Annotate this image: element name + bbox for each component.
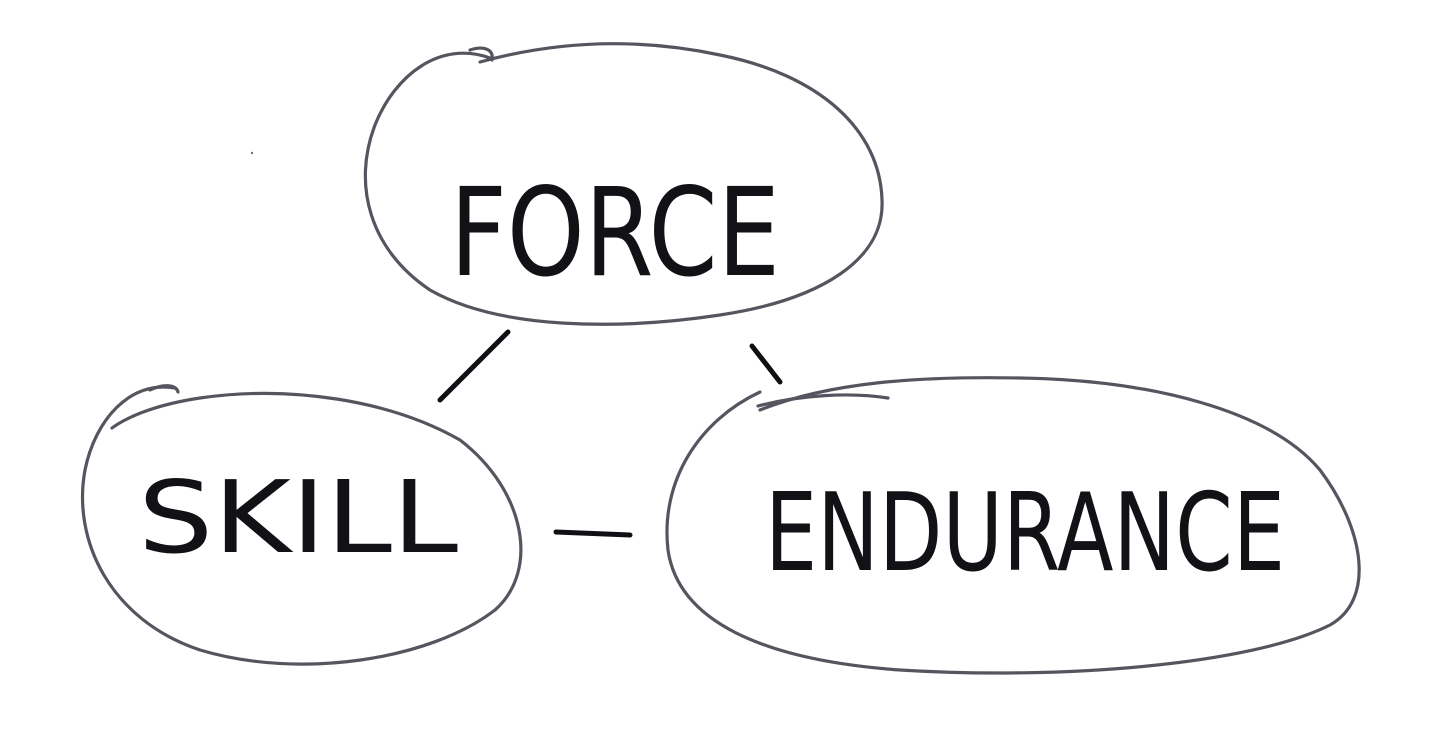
edge-force-endurance [749,343,783,385]
node-skill: SKILL [80,384,523,666]
node-endurance-ellipse [665,376,1361,675]
pencil-speck [250,151,254,155]
node-endurance-label: ENDURANCE [765,471,1285,596]
node-endurance-overdraw [756,393,890,408]
node-force-overdraw [468,46,494,62]
edge-skill-endurance [553,529,633,538]
node-endurance: ENDURANCE [665,376,1361,675]
node-force-ellipse [363,42,884,326]
node-force: FORCE [363,42,884,326]
node-skill-ellipse [80,385,523,666]
node-force-label: FORCE [450,162,780,304]
node-skill-label: SKILL [138,459,458,576]
node-skill-overdraw [148,384,180,394]
edge-force-skill [437,329,511,403]
